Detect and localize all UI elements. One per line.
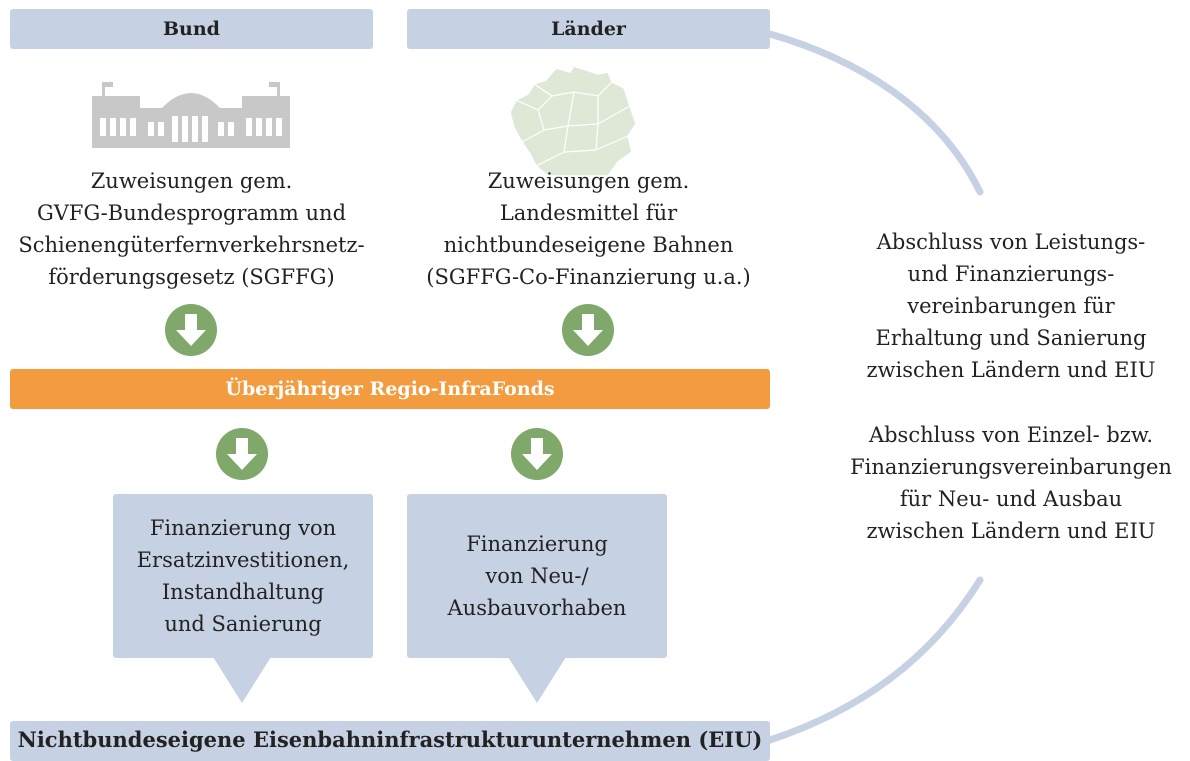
eiu-bar: Nichtbundeseigene Eisenbahninfrastruktur…: [10, 721, 770, 761]
bund-header: Bund: [10, 9, 373, 49]
neubau-box-pointer: [508, 657, 566, 703]
eiu-label: Nichtbundeseigene Eisenbahninfrastruktur…: [17, 727, 763, 752]
bund-header-label: Bund: [163, 18, 220, 40]
down-arrow-circle-icon: [562, 304, 614, 356]
ersatz-box-pointer: [213, 657, 271, 703]
germany-map-icon: [509, 66, 637, 176]
laender-header: Länder: [407, 9, 770, 49]
regio-infrafonds-bar: Überjähriger Regio-InfraFonds: [10, 369, 770, 409]
ersatz-financing-text: Finanzierung von Ersatzinvestitionen, In…: [136, 516, 350, 636]
laender-allocation-text: Zuweisungen gem. Landesmittel für nichtb…: [426, 169, 751, 289]
neubau-financing-box: Finanzierung von Neu-/ Ausbauvorhaben: [407, 494, 667, 658]
fonds-label: Überjähriger Regio-InfraFonds: [225, 378, 555, 400]
maintenance-agreements-text: Abschluss von Leistungs- und Finanzierun…: [866, 230, 1156, 382]
bundestag-building-icon: [92, 82, 290, 148]
laender-header-label: Länder: [551, 18, 626, 40]
bund-allocation-text: Zuweisungen gem. GVFG-Bundesprogramm und…: [18, 169, 365, 289]
down-arrow-circle-icon: [511, 428, 563, 480]
down-arrow-circle-icon: [216, 428, 268, 480]
down-arrow-circle-icon: [165, 304, 217, 356]
construction-agreements-text: Abschluss von Einzel- bzw. Finanzierungs…: [850, 423, 1172, 543]
ersatz-financing-box: Finanzierung von Ersatzinvestitionen, In…: [113, 494, 373, 658]
neubau-financing-text: Finanzierung von Neu-/ Ausbauvorhaben: [447, 532, 627, 620]
